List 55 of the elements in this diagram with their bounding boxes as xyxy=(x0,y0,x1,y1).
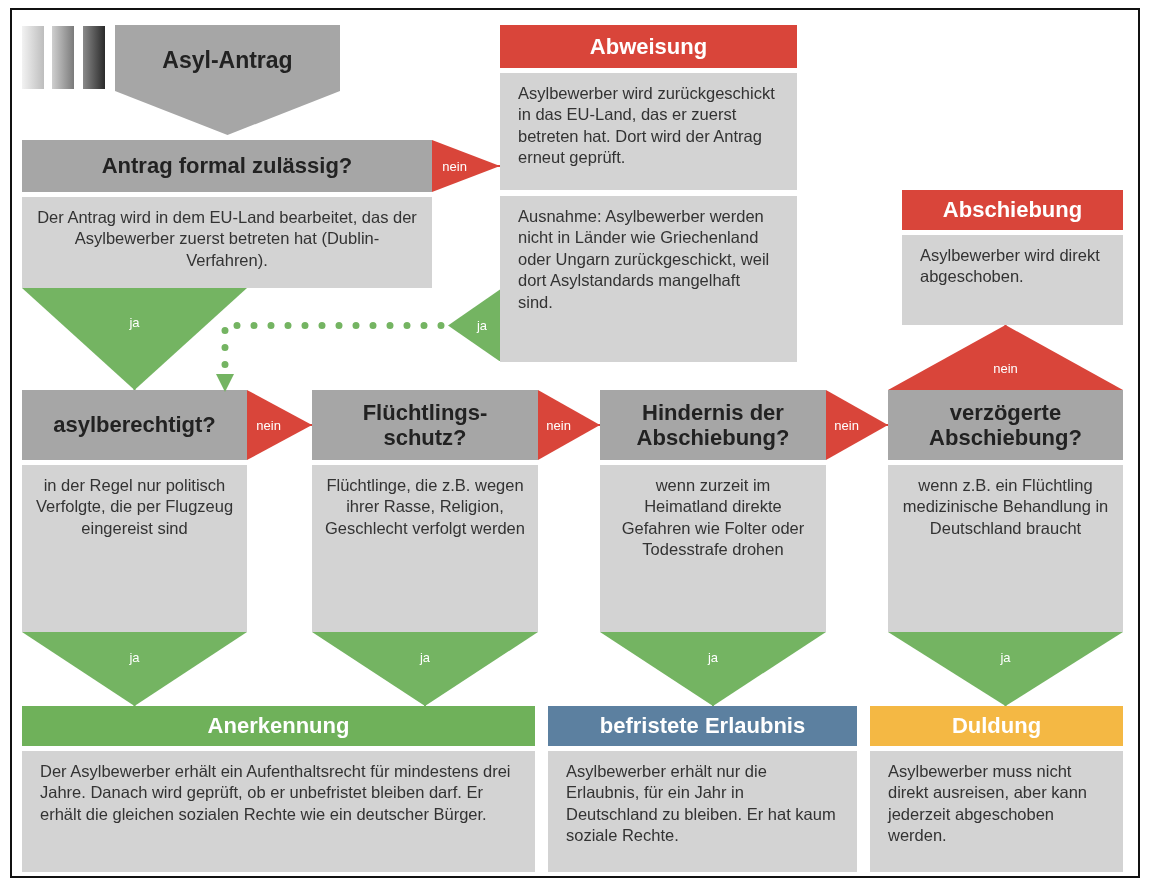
edge-label: ja xyxy=(129,649,140,665)
start-pentagon xyxy=(115,25,340,135)
box-heading: Abschiebung xyxy=(902,190,1123,235)
triangle-arrow xyxy=(246,390,313,460)
step-box xyxy=(500,25,797,190)
box-heading: Antrag formal zulässig? xyxy=(22,140,432,197)
edge-label: ja xyxy=(476,317,488,333)
step-box xyxy=(22,140,432,288)
description-text: Asylbewerber erhält nur die Erlaubnis, für ein Jahr in Deutschland zu bleiben. Er hat kaum soziale Rechte. xyxy=(565,761,837,847)
step-box xyxy=(902,190,1123,325)
box-heading: Hindernis der Abschiebung? xyxy=(600,390,826,465)
step-box xyxy=(22,390,247,632)
edge-label: nein xyxy=(834,417,859,433)
description-text: wenn z.B. ein Flüchtling medizinische Behandlung in Deutschland braucht xyxy=(901,475,1110,539)
box-heading: befristete Erlaubnis xyxy=(548,706,857,751)
triangle-arrow xyxy=(888,324,1123,391)
triangle-arrow xyxy=(312,631,538,707)
step-box xyxy=(600,390,826,632)
note-box xyxy=(500,196,797,362)
edge-label: nein xyxy=(546,417,571,433)
step-box xyxy=(888,390,1123,632)
description-text: in der Regel nur politisch Verfolgte, die per Flugzeug eingereist sind xyxy=(34,475,235,539)
triangle-arrow xyxy=(825,390,889,460)
box-heading: asylberechtigt? xyxy=(22,390,247,465)
description-text: Asylbewerber wird direkt abgeschoben. xyxy=(919,245,1101,288)
edge-label: nein xyxy=(256,417,281,433)
box-heading: Duldung xyxy=(870,706,1123,751)
description-text: Asylbewerber muss nicht direkt ausreisen, aber kann jederzeit abgeschoben werden. xyxy=(886,761,1089,847)
triangle-arrow xyxy=(600,631,826,707)
step-box xyxy=(312,390,538,632)
step-box xyxy=(548,706,857,872)
triangle-arrow xyxy=(431,140,501,192)
start-label: Asyl-Antrag xyxy=(161,47,294,74)
triangle-arrow xyxy=(22,631,247,707)
edge-label: nein xyxy=(993,360,1018,376)
edge-label: ja xyxy=(707,649,719,665)
description-text: Der Antrag wird in dem EU-Land bearbeitet, das der Asylbewerber zuerst betreten hat (Dublin-Verfahren). xyxy=(36,207,418,271)
triangle-arrow xyxy=(888,631,1123,707)
step-box xyxy=(22,706,535,872)
triangle-arrow xyxy=(22,287,247,391)
step-box xyxy=(870,706,1123,872)
edge-label: ja xyxy=(419,649,431,665)
triangle-arrow xyxy=(537,390,601,460)
description-text: Flüchtlinge, die z.B. wegen ihrer Rasse, Religion, Geschlecht verfolgt werden xyxy=(324,475,526,539)
description-text: Ausnahme: Asylbewerber werden nicht in Länder wie Griechenland oder Ungarn zurückgeschickt, weil dort Asylstandards mangelhaft sind. xyxy=(517,206,771,313)
description-text: Der Asylbewerber erhält ein Aufenthaltsrecht für mindestens drei Jahre. Danach wird geprüft, ob er unbefristet bleiben darf. Er erhält die gleichen sozialen Rechte wie ein deutscher Bürger. xyxy=(39,761,512,825)
box-heading: Abweisung xyxy=(500,25,797,73)
edge-label: ja xyxy=(129,314,140,330)
edge-label: nein xyxy=(442,158,467,174)
box-heading: Flüchtlings- schutz? xyxy=(312,390,538,465)
edge-label: ja xyxy=(1000,649,1011,665)
box-heading: Anerkennung xyxy=(22,706,535,751)
box-heading: verzögerte Abschiebung? xyxy=(888,390,1123,465)
description-text: wenn zurzeit im Heimatland direkte Gefahren wie Folter oder Todesstrafe drohen xyxy=(620,475,806,561)
description-text: Asylbewerber wird zurückgeschickt in das EU-Land, das er zuerst betreten hat. Dort wird der Antrag erneut geprüft. xyxy=(517,83,776,169)
